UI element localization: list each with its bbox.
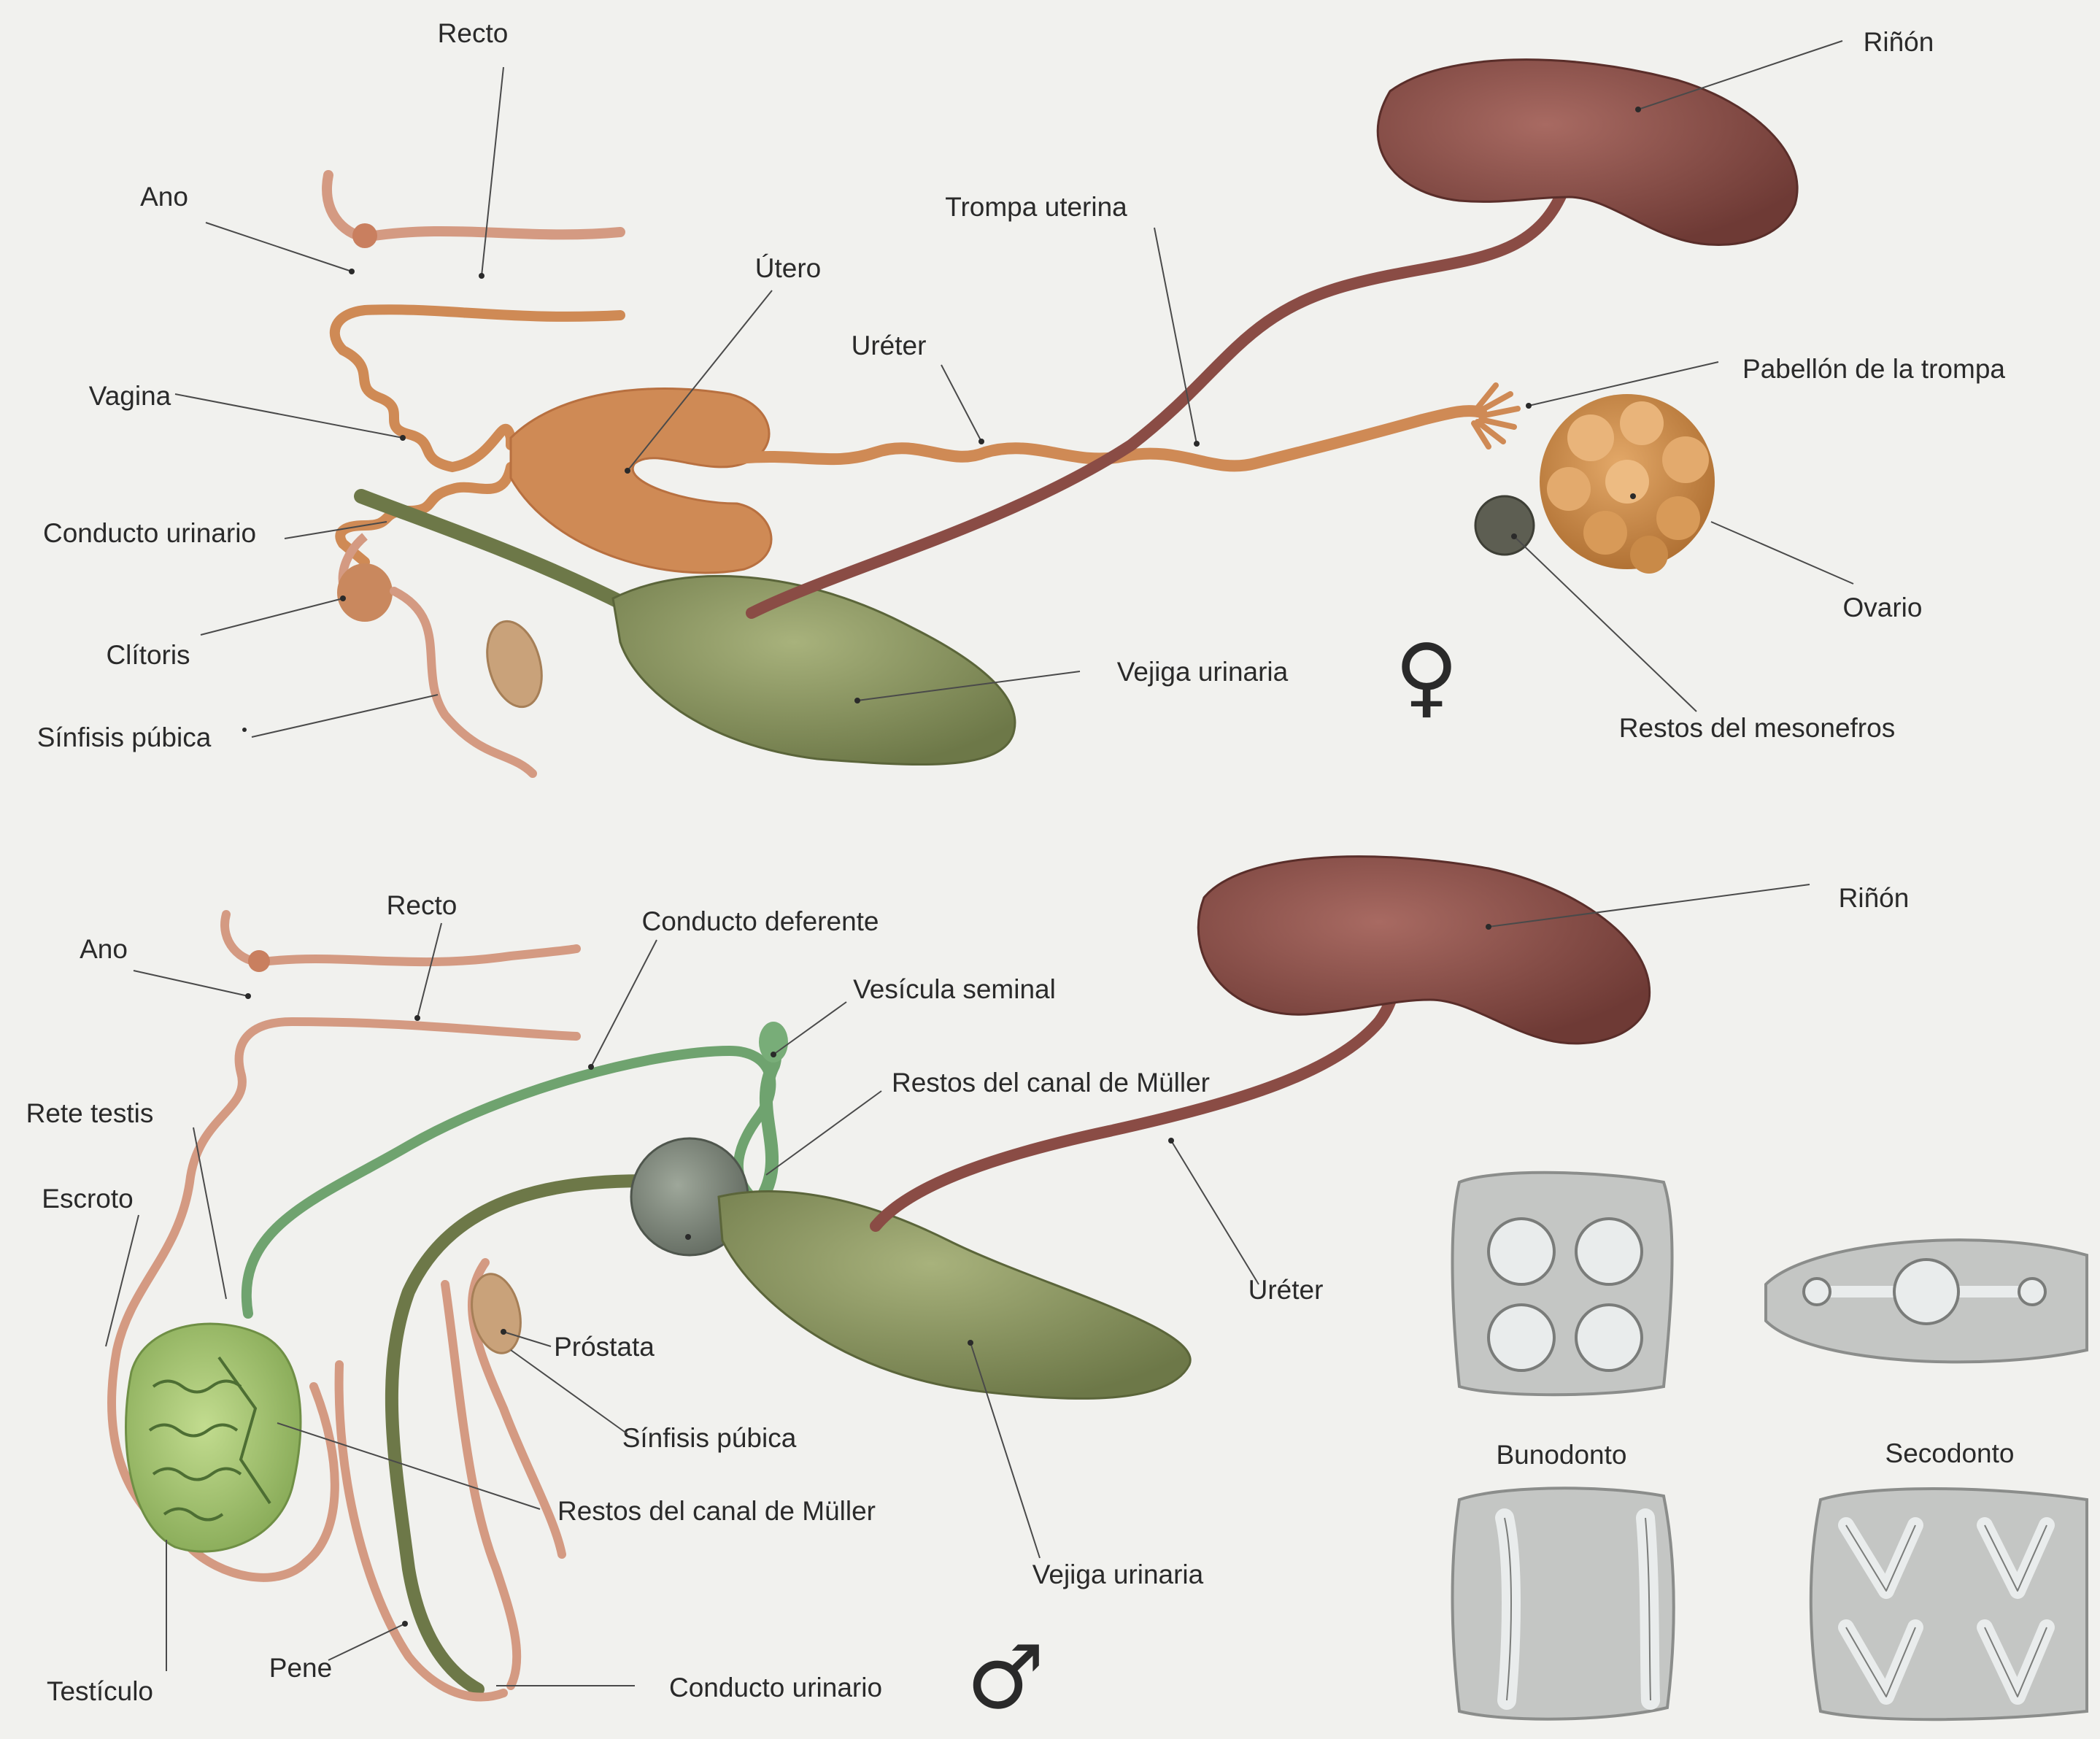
label-female-ano: Ano (140, 182, 188, 212)
bunodont-tooth (1453, 1173, 1672, 1395)
label-secodonto: Secodonto (1885, 1438, 2015, 1468)
label-female-conducto-urinario: Conducto urinario (43, 518, 256, 548)
male-rectum (225, 914, 576, 962)
testis (126, 1324, 301, 1551)
label-trompa-uterina: Trompa uterina (945, 192, 1127, 222)
label-pabellon: Pabellón de la trompa (1742, 354, 2005, 384)
label-mesonefros: Restos del mesonefros (1619, 713, 1895, 743)
female-symbol: ♀ (1394, 626, 1459, 728)
male-bladder (719, 1192, 1190, 1399)
label-male-conducto-urinario: Conducto urinario (669, 1673, 882, 1703)
label-female-recto: Recto (438, 18, 509, 48)
label-muller-top: Restos del canal de Müller (892, 1068, 1210, 1098)
lophodont-tooth (1766, 1240, 2087, 1362)
label-female-vejiga: Vejiga urinaria (1117, 657, 1289, 687)
secodont-tooth (1811, 1489, 2087, 1719)
female-kidney (1378, 60, 1797, 245)
label-vesicula-seminal: Vesícula seminal (853, 974, 1056, 1004)
teeth-panel: Bunodonto Secodonto (1453, 1173, 2087, 1719)
label-conducto-deferente: Conducto deferente (641, 906, 879, 936)
label-male-ureter: Uréter (1248, 1275, 1324, 1305)
label-male-rinon: Riñón (1839, 883, 1910, 913)
clitoris (337, 563, 393, 622)
female-diagram: Recto Ano Útero Trompa uterina Riñón Uré… (37, 18, 2006, 774)
label-vagina: Vagina (89, 381, 171, 411)
label-male-vejiga: Vejiga urinaria (1032, 1559, 1204, 1589)
label-rete-testis: Rete testis (26, 1098, 154, 1128)
label-female-ureter: Uréter (852, 331, 927, 360)
label-bunodonto: Bunodonto (1496, 1440, 1626, 1470)
female-bladder (613, 576, 1015, 764)
label-pene: Pene (269, 1653, 332, 1683)
label-muller-bottom: Restos del canal de Müller (557, 1496, 876, 1526)
label-female-sinfisis: Sínfisis púbica (37, 722, 212, 752)
ovary (1540, 394, 1715, 574)
male-kidney (1198, 857, 1649, 1044)
label-male-sinfisis: Sínfisis púbica (622, 1423, 797, 1453)
label-escroto: Escroto (42, 1184, 133, 1214)
label-male-recto: Recto (387, 890, 458, 920)
mesonephros-remnant (1475, 496, 1534, 555)
female-ureter (752, 175, 1569, 613)
label-testiculo: Testículo (47, 1676, 153, 1706)
label-male-ano: Ano (80, 934, 128, 964)
tube-fimbria (1474, 385, 1518, 447)
label-prostata: Próstata (554, 1332, 655, 1362)
selenodont-tooth (1453, 1488, 1674, 1719)
uterus (511, 389, 771, 573)
label-clitoris: Clítoris (106, 640, 190, 670)
penis (339, 1365, 503, 1697)
label-utero: Útero (755, 253, 821, 283)
label-female-rinon: Riñón (1864, 27, 1934, 57)
label-ovario: Ovario (1843, 593, 1923, 622)
female-pubic-symphysis (479, 615, 551, 713)
male-symbol: ♂ (966, 1627, 1045, 1729)
